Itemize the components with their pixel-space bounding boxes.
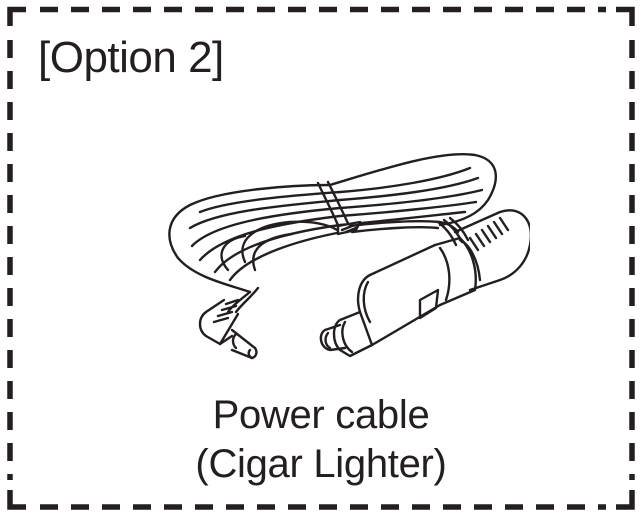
option-title: [Option 2] [38, 33, 224, 82]
cigar-lighter-power-cable-icon [168, 153, 530, 360]
caption-product-type: (Cigar Lighter) [195, 442, 447, 486]
caption-product-name: Power cable [212, 393, 430, 437]
